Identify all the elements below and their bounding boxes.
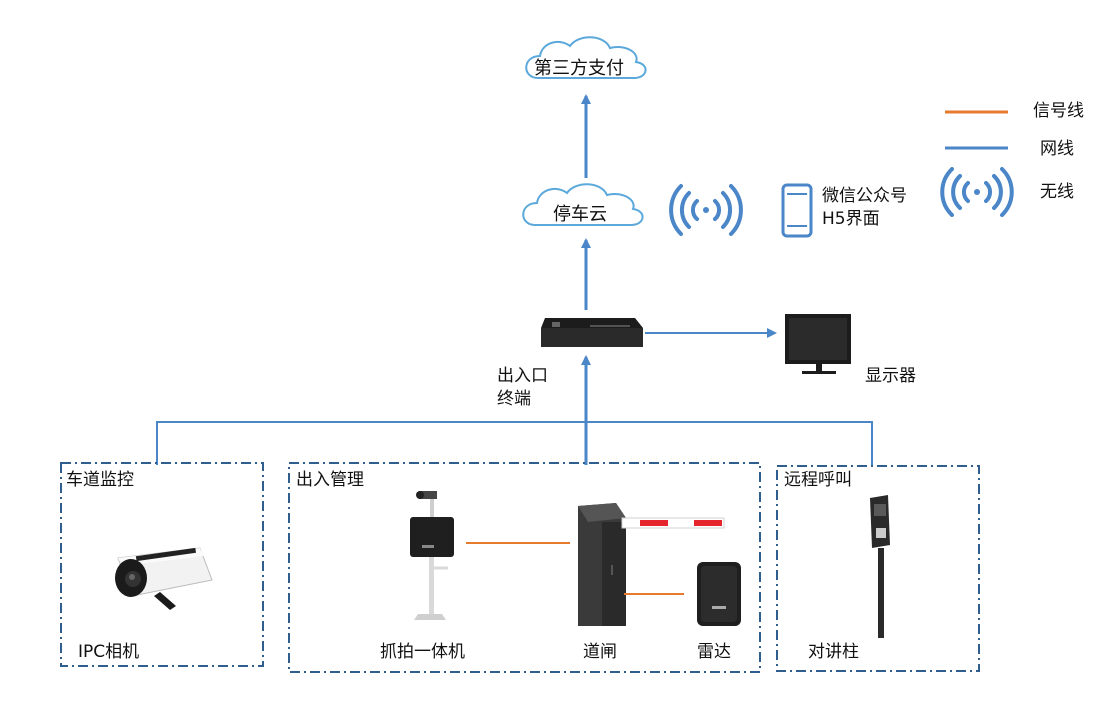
group-box-intercom	[776, 465, 980, 672]
display-label: 显示器	[865, 366, 916, 386]
intercom-post-icon	[870, 495, 890, 638]
group-box-lane	[60, 462, 264, 667]
intercom-post-label: 对讲柱	[808, 642, 859, 662]
terminal-label-line2: 终端	[497, 389, 531, 409]
group-title-access: 出入管理	[296, 470, 364, 490]
wifi-icon	[940, 167, 1014, 217]
group-title-intercom: 远程呼叫	[784, 470, 852, 490]
radar-label: 雷达	[697, 642, 731, 662]
cloud-icon	[525, 36, 647, 79]
radar-icon	[697, 562, 741, 626]
legend-signal-label: 信号线	[1033, 101, 1084, 121]
wifi-icon	[669, 184, 743, 236]
third-party-payment-label: 第三方支付	[534, 58, 624, 79]
h5-label: H5界面	[822, 209, 880, 229]
camera-icon	[115, 547, 213, 610]
legend-network-label: 网线	[1040, 139, 1074, 159]
monitor-icon	[785, 314, 851, 374]
capture-device-icon	[410, 491, 454, 620]
wechat-label: 微信公众号	[822, 186, 907, 206]
legend-wireless-label: 无线	[1040, 182, 1074, 202]
group-title-lane: 车道监控	[66, 470, 134, 490]
terminal-label-line1: 出入口	[497, 366, 548, 386]
parking-cloud-label: 停车云	[553, 204, 607, 225]
capture-device-label: 抓拍一体机	[380, 642, 465, 662]
group-box-access	[288, 462, 761, 673]
terminal-box-icon	[541, 318, 643, 347]
network-bus	[156, 421, 873, 465]
ipc-camera-label: IPC相机	[78, 642, 140, 662]
barrier-gate-icon	[578, 503, 725, 626]
barrier-gate-label: 道闸	[583, 642, 617, 662]
cloud-icon	[522, 183, 644, 226]
phone-icon	[781, 183, 813, 238]
